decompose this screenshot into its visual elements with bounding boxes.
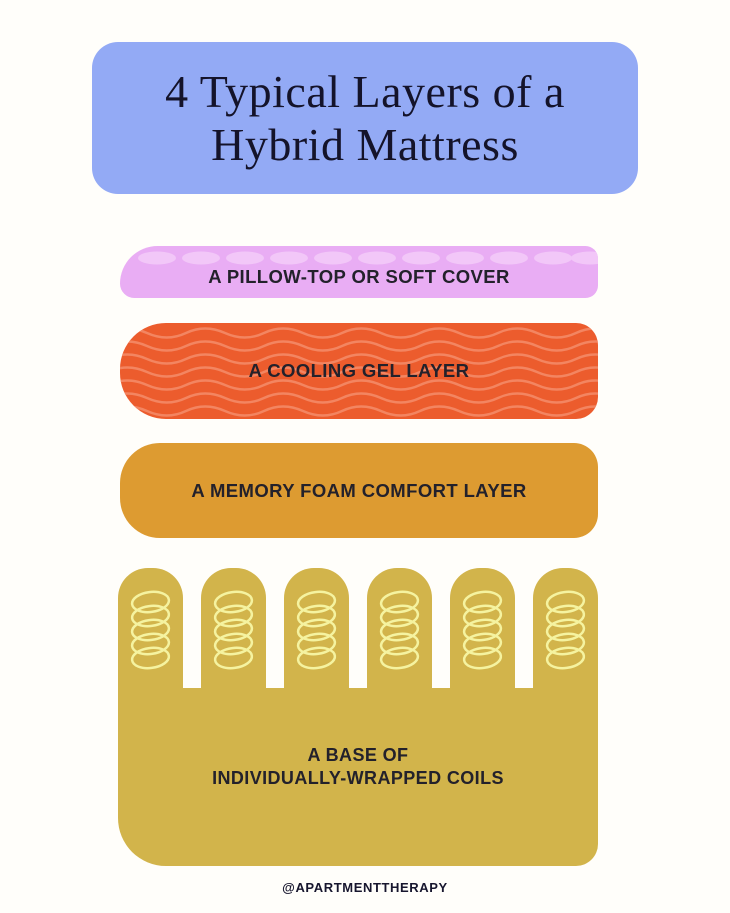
coil-spring-icon	[462, 590, 503, 670]
pillow-dots-pattern	[138, 251, 598, 265]
layer-coil-base: A BASE OF INDIVIDUALLY-WRAPPED COILS	[118, 568, 598, 866]
layer-label-coil-base-line2: INDIVIDUALLY-WRAPPED COILS	[212, 768, 504, 788]
page-title-line1: 4 Typical Layers of a	[165, 66, 565, 117]
coil-spring-icon	[545, 590, 586, 670]
footer-credit: @APARTMENTTHERAPY	[282, 880, 448, 895]
coil-finger	[367, 568, 432, 700]
layer-pillow-top: A PILLOW-TOP OR SOFT COVER	[120, 246, 598, 298]
layer-label-cooling-gel: A COOLING GEL LAYER	[248, 360, 470, 381]
layer-cooling-gel: A COOLING GEL LAYER	[120, 323, 598, 419]
layer-label-memory-foam: A MEMORY FOAM COMFORT LAYER	[191, 479, 527, 501]
coil-finger	[450, 568, 515, 700]
header-banner: 4 Typical Layers of a Hybrid Mattress	[92, 42, 638, 194]
coil-finger	[284, 568, 349, 700]
page-title: 4 Typical Layers of a Hybrid Mattress	[165, 65, 565, 171]
coil-finger	[118, 568, 183, 700]
coil-spring-icon	[296, 590, 337, 670]
coil-base-slab	[118, 688, 598, 866]
coil-spring-icon	[379, 590, 420, 670]
wave-pattern	[120, 327, 598, 417]
coil-spring-icon	[213, 590, 254, 670]
layer-label-coil-base: A BASE OF INDIVIDUALLY-WRAPPED COILS	[118, 744, 598, 790]
coil-finger	[533, 568, 598, 700]
page-title-line2: Hybrid Mattress	[211, 119, 519, 170]
layer-memory-foam: A MEMORY FOAM COMFORT LAYER	[120, 443, 598, 538]
layer-label-coil-base-line1: A BASE OF	[307, 745, 409, 765]
coil-finger	[201, 568, 266, 700]
layer-label-pillow-top: A PILLOW-TOP OR SOFT COVER	[208, 266, 510, 287]
coil-spring-icon	[130, 590, 171, 670]
